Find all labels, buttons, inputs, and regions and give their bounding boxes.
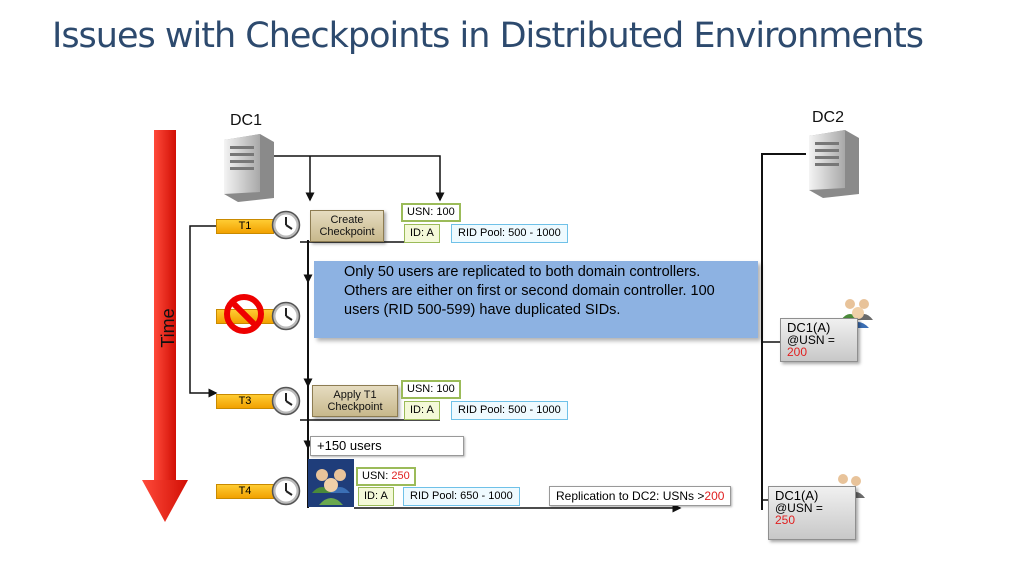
apply-checkpoint-box: Apply T1 Checkpoint — [312, 385, 398, 417]
dc2-label: DC2 — [812, 109, 845, 126]
dc2-state-2-usn-value: 250 — [775, 513, 796, 527]
dc1-server-icon — [224, 134, 274, 202]
dc2-state-2-usn-label: @USN = — [775, 501, 823, 515]
dc2-state-2-title: DC1(A) — [775, 488, 819, 503]
dc2-server-icon — [809, 130, 859, 198]
state-t4-usn-value: 250 — [391, 470, 410, 482]
apply-checkpoint-line2: Checkpoint — [327, 401, 383, 413]
apply-checkpoint-line1: Apply T1 — [333, 389, 377, 401]
state-t3-rid-pool: RID Pool: 500 - 1000 — [451, 401, 568, 420]
prohibited-icon — [224, 294, 264, 334]
clock-icon — [271, 210, 301, 240]
replication-label: Replication to DC2: USNs > — [556, 489, 705, 503]
clock-icon — [271, 301, 301, 331]
callout-text: Only 50 users are replicated to both dom… — [344, 264, 715, 318]
clock-icon — [271, 386, 301, 416]
timeline-label-t3: T3 — [216, 394, 274, 409]
dc1-label: DC1 — [230, 112, 263, 129]
users-added-box: +150 users — [310, 436, 464, 456]
replication-box: Replication to DC2: USNs >200 — [549, 486, 732, 506]
users-icon — [841, 299, 873, 328]
state-t4-rid-pool: RID Pool: 650 - 1000 — [403, 487, 520, 506]
dc2-replica-state-1: DC1(A) @USN = 200 — [780, 318, 858, 362]
state-t4-usn: USN: 250 — [356, 467, 416, 486]
time-arrow — [142, 130, 188, 522]
create-checkpoint-line2: Checkpoint — [319, 226, 375, 238]
loop-t1-t3 — [189, 225, 218, 398]
time-axis-label: Time — [158, 308, 178, 348]
dc2-replica-state-2: DC1(A) @USN = 250 — [768, 486, 856, 540]
state-t3-usn: USN: 100 — [401, 380, 461, 399]
state-t1-id: ID: A — [404, 224, 440, 243]
timeline-label-t1: T1 — [216, 219, 274, 234]
dc2-state-1-usn-value: 200 — [787, 345, 808, 359]
dc2-state-1-usn-label: @USN = — [787, 333, 835, 347]
replication-value: 200 — [704, 489, 725, 503]
timeline-label-t4: T4 — [216, 484, 274, 499]
dc2-state-1-title: DC1(A) — [787, 320, 831, 335]
state-t1-rid-pool: RID Pool: 500 - 1000 — [451, 224, 568, 243]
state-t1-usn: USN: 100 — [401, 203, 461, 222]
users-group-icon — [308, 459, 354, 507]
create-checkpoint-box: Create Checkpoint — [310, 210, 384, 242]
dc1-feed-line — [274, 155, 445, 202]
page-title: Issues with Checkpoints in Distributed E… — [52, 16, 924, 56]
state-t3-id: ID: A — [404, 401, 440, 420]
callout-box — [314, 261, 758, 338]
state-t4-usn-label: USN: — [362, 470, 392, 482]
clock-icon — [271, 476, 301, 506]
state-t4-id: ID: A — [358, 487, 394, 506]
create-checkpoint-line1: Create — [330, 214, 364, 226]
dc2-timeline — [761, 153, 806, 510]
